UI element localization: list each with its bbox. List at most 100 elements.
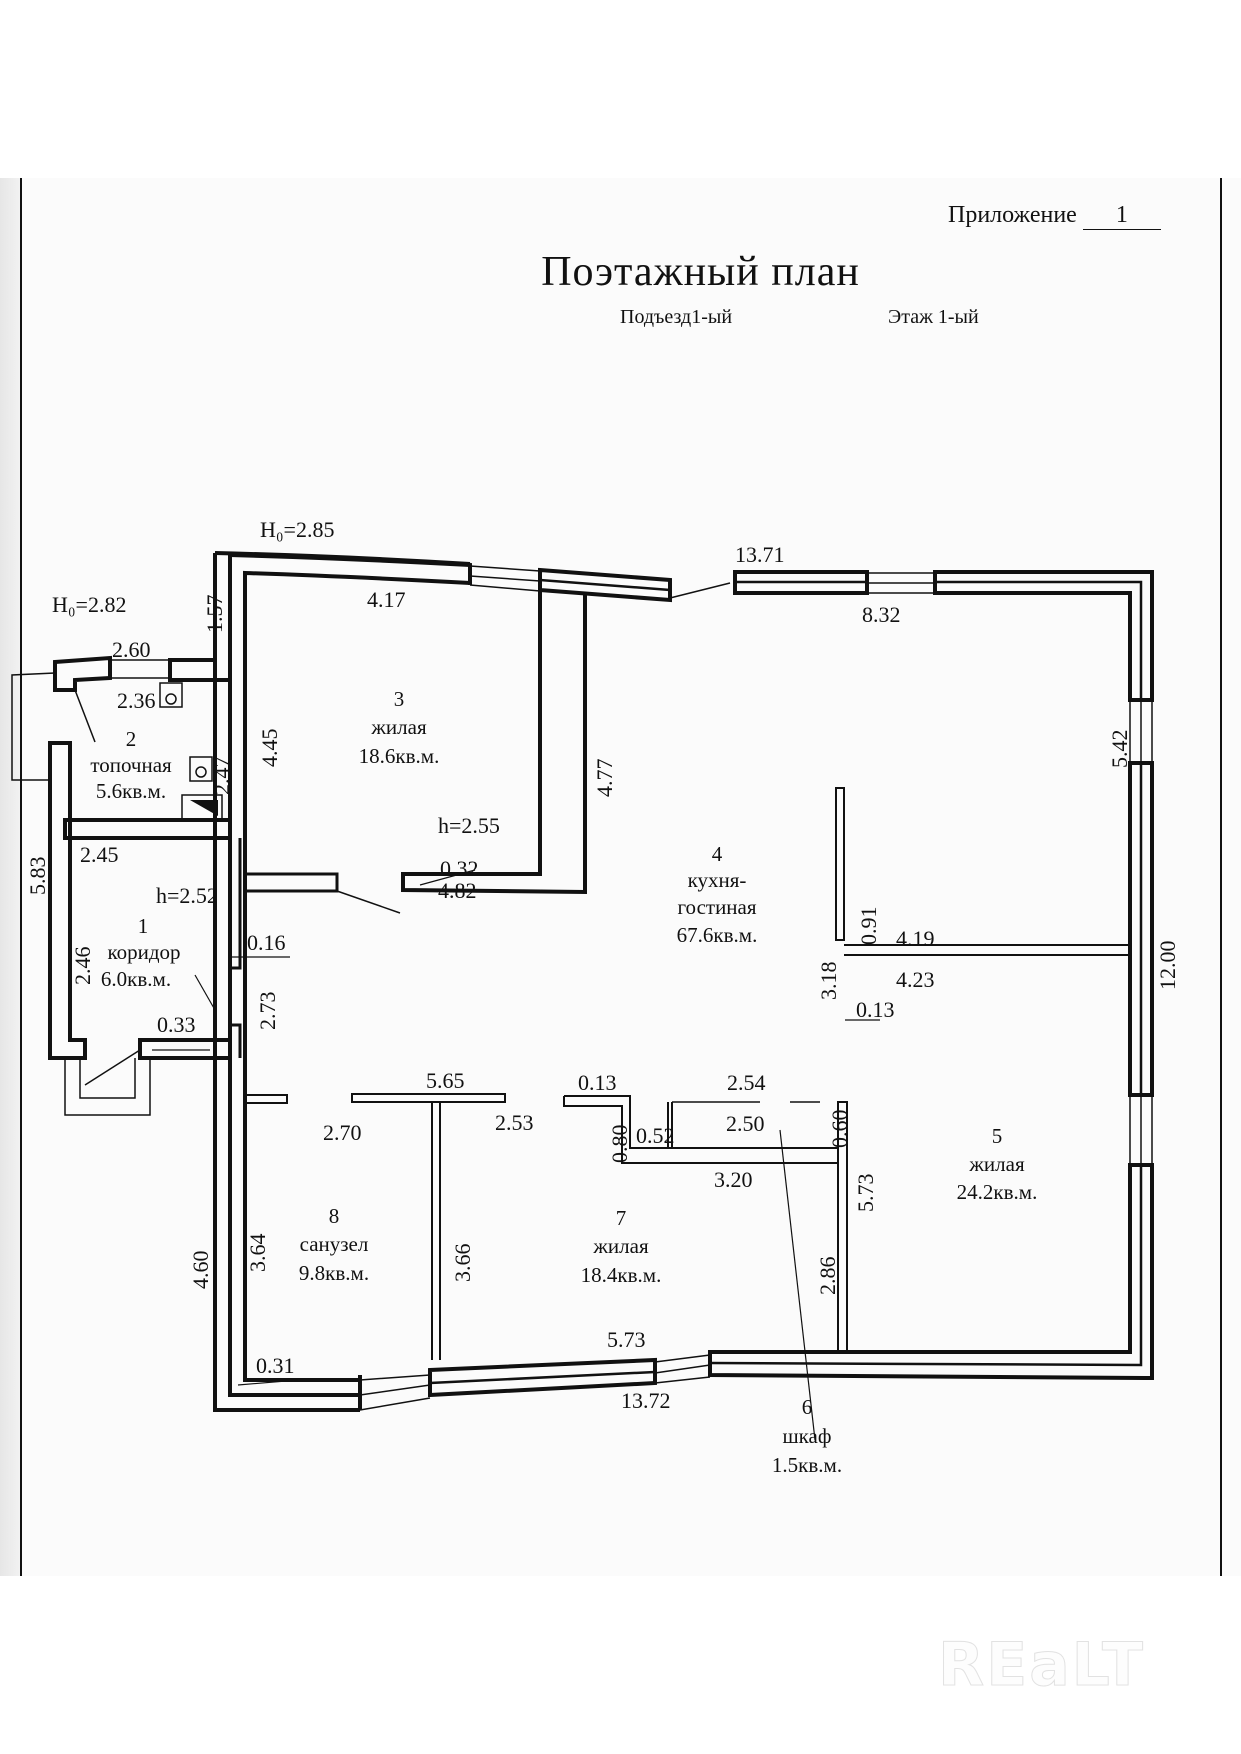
outer-wall-east — [708, 761, 1154, 1381]
dim-bath-top: 5.65 — [426, 1068, 465, 1093]
room-area: 18.6кв.м. — [359, 744, 440, 768]
room-area: 24.2кв.м. — [957, 1180, 1038, 1204]
dim-corridor-right: 2.73 — [255, 992, 280, 1031]
dim-bath-right-top: 2.53 — [495, 1110, 534, 1135]
room-label-8: 8 санузел 9.8кв.м. — [299, 1204, 369, 1285]
dim-bath-inner: 2.70 — [323, 1120, 362, 1145]
dim-closet-thick: 0.13 — [578, 1070, 617, 1095]
dim-annex-step: 1.57 — [202, 595, 227, 634]
room-label-4: 4 кухня- гостиная 67.6кв.м. — [677, 842, 758, 947]
dim-partition-thick: 0.13 — [856, 997, 895, 1022]
realt-watermark-logo: REaLT — [938, 1630, 1145, 1701]
dim-partition-bottom: 4.23 — [896, 967, 935, 992]
room-area: 9.8кв.м. — [299, 1261, 369, 1285]
appendix-text: Приложение — [948, 202, 1077, 228]
boiler-symbol-icon — [190, 800, 218, 816]
annex-porches — [11, 672, 151, 1116]
room-name: кухня- — [688, 868, 747, 892]
dim-partition-upper: 0.91 — [856, 907, 881, 946]
floor-label: Этаж 1-ый — [888, 306, 979, 328]
dim-room3-top: 4.17 — [367, 587, 406, 612]
dim-room3-left: 4.45 — [257, 729, 282, 768]
dim-bottom-outer: 13.72 — [621, 1388, 671, 1413]
dim-partition-top: 4.19 — [896, 926, 935, 951]
height-room3: h=2.55 — [438, 813, 500, 838]
dim-boiler-right: 2.47 — [209, 757, 234, 796]
room-area: 5.6кв.м. — [96, 779, 166, 803]
dim-closet-left: 0.80 — [607, 1125, 632, 1164]
dim-bath-wall: 0.31 — [256, 1353, 295, 1378]
dim-closet-bottom: 3.20 — [714, 1167, 753, 1192]
dim-room5-left: 5.73 — [853, 1174, 878, 1213]
paper-sheet — [0, 178, 1241, 1576]
dim-room7-right: 2.86 — [815, 1257, 840, 1296]
dim-corridor-top: 2.45 — [80, 842, 119, 867]
dimension-labels: 13.71 8.32 4.17 4.82 0.32 2.60 2.36 2.45… — [25, 542, 1180, 1413]
room3-walls — [243, 582, 731, 914]
room-name: шкаф — [783, 1424, 832, 1448]
room-name: жилая — [592, 1234, 649, 1258]
height-annex: Н₀=2.82 — [52, 592, 126, 617]
leader-lines — [152, 869, 880, 1441]
annex-walls — [48, 640, 242, 1060]
dim-top-inner-right: 8.32 — [862, 602, 901, 627]
dim-bath-right: 3.66 — [450, 1244, 475, 1283]
dim-room3-right: 4.77 — [592, 759, 617, 798]
room-number: 2 — [126, 727, 137, 751]
room-label-7: 7 жилая 18.4кв.м. — [581, 1206, 662, 1287]
room-area: 6.0кв.м. — [101, 967, 171, 991]
dim-room3-door: 0.32 — [440, 856, 479, 881]
room-name: коридор — [107, 940, 180, 964]
dim-annex-left: 5.83 — [25, 857, 50, 896]
room-number: 8 — [329, 1204, 340, 1228]
dim-east-upper: 5.42 — [1107, 730, 1132, 769]
height-corridor: h=2.52 — [156, 883, 218, 908]
room-area: 1.5кв.м. — [772, 1453, 842, 1477]
frame-line-right — [1220, 178, 1222, 1576]
frame-line-left — [20, 178, 22, 1576]
dim-closet-step: 0.52 — [636, 1123, 675, 1148]
room-area: 67.6кв.м. — [677, 923, 758, 947]
room-name: жилая — [968, 1152, 1025, 1176]
page-title-text: Поэтажный план — [541, 249, 860, 295]
dim-corridor-door: 0.33 — [157, 1012, 196, 1037]
room-number: 7 — [616, 1206, 627, 1230]
room-name-line2: гостиная — [677, 895, 756, 919]
interior-partitions — [159, 682, 1130, 1360]
dim-room3-bottom: 4.82 — [438, 878, 477, 903]
gas-meter-icon — [165, 693, 177, 705]
dim-top-outer: 13.71 — [735, 542, 785, 567]
outer-wall-north — [538, 567, 1154, 702]
room-label-3: 3 жилая 18.6кв.м. — [359, 687, 440, 768]
dim-room7-bottom: 5.73 — [607, 1327, 646, 1352]
room-label-2: 2 топочная 5.6кв.м. — [90, 727, 172, 803]
room-area: 18.4кв.м. — [581, 1263, 662, 1287]
dim-annex-outer-top: 2.60 — [112, 637, 151, 662]
entrance-label: Подъезд1-ый — [620, 306, 733, 328]
dim-annex-inner-top: 2.36 — [117, 688, 156, 713]
dim-closet-top: 2.54 — [727, 1070, 766, 1095]
page-title: Поэтажный план — [0, 248, 1241, 296]
dim-bath-left: 3.64 — [245, 1234, 270, 1273]
room-label-5: 5 жилая 24.2кв.м. — [957, 1124, 1038, 1204]
room-number: 5 — [992, 1124, 1003, 1148]
dim-east-total: 12.00 — [1155, 941, 1180, 991]
room-name: жилая — [370, 715, 427, 739]
room-number: 4 — [712, 842, 723, 866]
room-number: 3 — [394, 687, 405, 711]
room-number: 1 — [138, 914, 149, 938]
room-label-1: 1 коридор 6.0кв.м. — [101, 914, 181, 991]
room-name: санузел — [300, 1232, 369, 1256]
dim-corridor-wall: 0.16 — [247, 930, 286, 955]
room-name: топочная — [90, 753, 172, 777]
dim-west-lower: 4.60 — [188, 1251, 213, 1290]
gas-valve-icon — [195, 766, 207, 778]
dim-corridor-left: 2.46 — [70, 947, 95, 986]
appendix-number: 1 — [1082, 202, 1161, 230]
paper-edge-shadow — [0, 178, 22, 1576]
windows — [359, 565, 1153, 1411]
dim-partition-height: 3.18 — [816, 962, 841, 1001]
height-main: Н₀=2.85 — [260, 517, 334, 542]
